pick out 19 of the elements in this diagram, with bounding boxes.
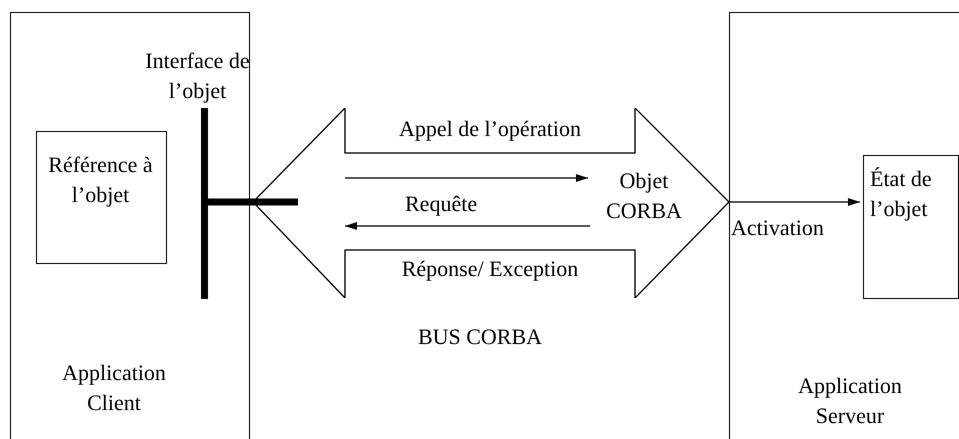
node-text: Réponse/ Exception (400, 255, 580, 283)
node-text: État de l’objet (870, 165, 933, 223)
node-caption: BUS CORBA (416, 323, 544, 351)
box (36, 131, 167, 264)
arrow-label: Requête (405, 190, 478, 218)
node-text: Référence à l’objet (47, 151, 154, 209)
node-caption: Interface de l’objet (145, 47, 250, 105)
arrow (345, 174, 588, 182)
client-box (10, 12, 250, 439)
node-text: Objet CORBA (605, 167, 683, 225)
arrow (345, 222, 590, 230)
double-arrow-bus (253, 108, 729, 298)
box (863, 155, 959, 299)
connector-line (207, 198, 298, 206)
interface-bar (201, 108, 208, 299)
node-text: Application Serveur (797, 372, 903, 430)
arrow (729, 198, 860, 206)
node-text: Appel de l’opération (398, 115, 582, 143)
node-text: Application Client (61, 359, 167, 417)
